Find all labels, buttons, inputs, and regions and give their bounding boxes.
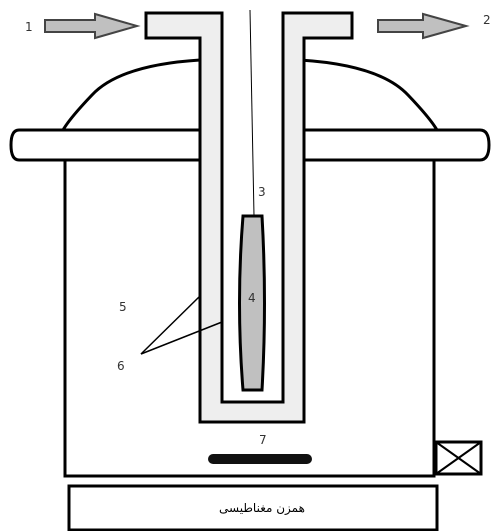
vessel-lid (61, 58, 439, 131)
vessel-body (63, 160, 436, 478)
inlet-arrow-icon (44, 12, 141, 40)
label-1: 1 (25, 20, 33, 34)
pointer-line-lower (140, 321, 223, 355)
pointer-line-upper (140, 295, 201, 355)
sample-rod (238, 214, 266, 392)
label-4: 4 (248, 291, 256, 305)
port-box-icon (434, 440, 483, 476)
left-flange (9, 128, 200, 162)
label-6: 6 (117, 359, 125, 373)
magnetic-stirrer-base (67, 484, 439, 531)
right-flange (304, 128, 491, 162)
label-3: 3 (258, 185, 266, 199)
outlet-arrow-icon (377, 12, 470, 40)
wire (249, 9, 255, 217)
label-7: 7 (259, 433, 267, 447)
outer-tube (144, 11, 354, 424)
label-5: 5 (119, 300, 127, 314)
label-2: 2 (483, 13, 491, 27)
stir-bar (208, 454, 312, 464)
stirrer-label: همزن مغناطیسی (219, 501, 305, 516)
